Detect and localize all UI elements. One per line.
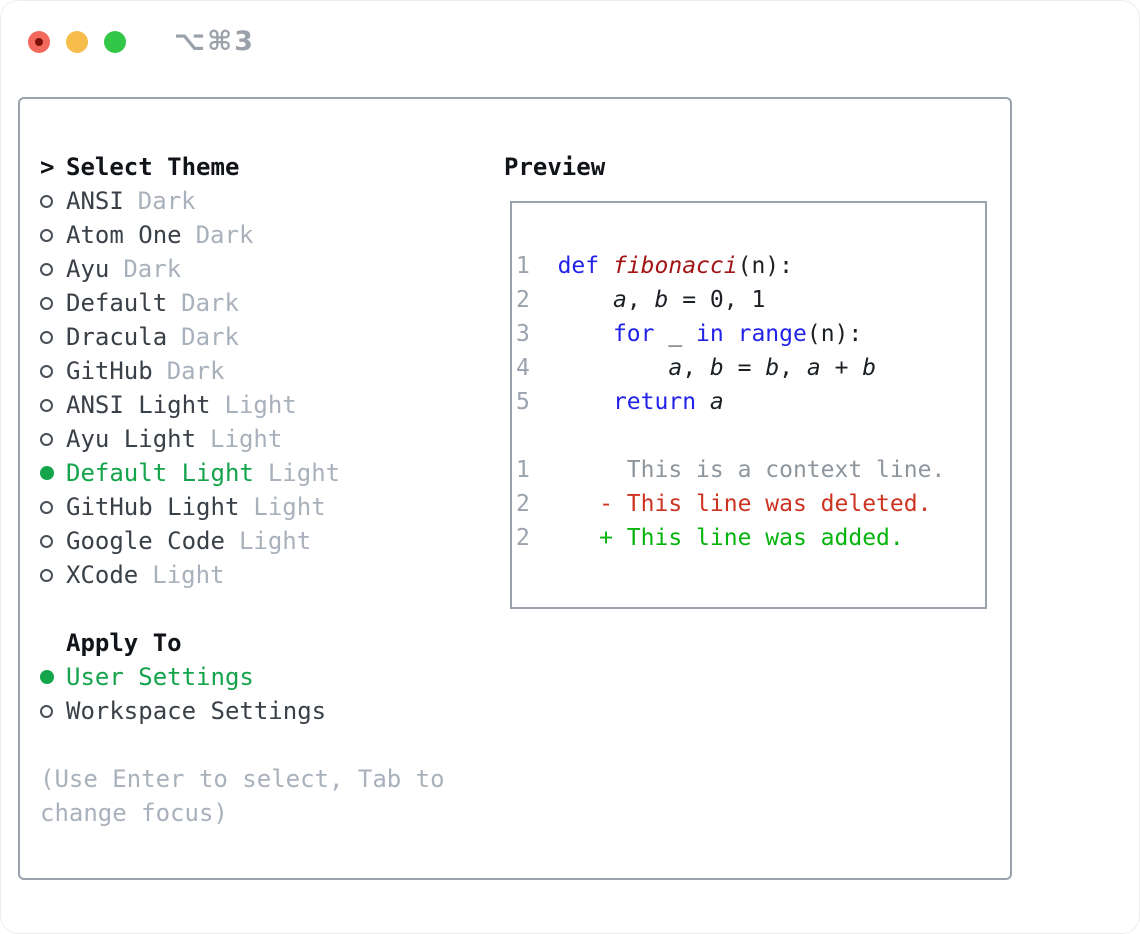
theme-variant-tag: Light <box>210 425 283 453</box>
theme-variant-tag: Dark <box>181 289 239 317</box>
radio-selected-icon <box>40 466 54 480</box>
theme-option-label: Ayu <box>66 255 110 283</box>
theme-option-label: Default <box>66 289 168 317</box>
radio-icon <box>40 262 53 276</box>
radio-icon <box>40 228 53 242</box>
theme-variant-tag: Light <box>224 391 297 419</box>
code-line: 2 a, b = 0, 1 <box>516 287 766 313</box>
code-preview-content: 1 def fibonacci(n): 2 a, b = 0, 1 3 for _ … <box>516 249 985 555</box>
theme-variant-tag: Dark <box>195 221 254 249</box>
theme-option-default-light[interactable]: Default Light Light <box>40 456 504 490</box>
radio-icon <box>40 704 53 718</box>
spacer <box>40 728 504 762</box>
spacer <box>40 592 504 626</box>
titlebar: ⌥⌘3 <box>28 26 255 57</box>
hint-line-2: change focus) <box>40 799 228 827</box>
theme-option-label: XCode <box>66 561 139 589</box>
preview-column: Preview 1 def fibonacci(n): 2 a, b = 0, 1… <box>504 150 1010 878</box>
radio-icon <box>40 534 53 548</box>
theme-option-ansi[interactable]: ANSI Dark <box>40 184 504 218</box>
theme-option-ansi-light[interactable]: ANSI Light Light <box>40 388 504 422</box>
code-line <box>516 419 985 453</box>
code-line: 1 def fibonacci(n): <box>516 253 793 279</box>
apply-option-workspace-settings[interactable]: Workspace Settings <box>40 694 504 728</box>
theme-option-github[interactable]: GitHub Dark <box>40 354 504 388</box>
theme-variant-tag: Light <box>152 561 225 589</box>
minimize-button[interactable] <box>66 30 88 53</box>
theme-option-default[interactable]: Default Dark <box>40 286 504 320</box>
code-line: 2 + This line was added. <box>516 525 904 551</box>
theme-variant-tag: Dark <box>181 323 239 351</box>
radio-icon <box>40 330 53 344</box>
theme-variant-tag: Dark <box>166 357 225 385</box>
close-button[interactable] <box>28 30 50 53</box>
code-line: 1 This is a context line. <box>516 457 946 483</box>
code-line: 5 return a <box>516 389 724 415</box>
theme-option-github-light[interactable]: GitHub Light Light <box>40 490 504 524</box>
radio-icon <box>40 194 53 208</box>
theme-option-atom-one[interactable]: Atom One Dark <box>40 218 504 252</box>
code-line: 3 for _ in range(n): <box>516 321 863 347</box>
radio-icon <box>40 296 53 310</box>
theme-variant-tag: Light <box>267 459 341 487</box>
theme-option-label: GitHub Light <box>66 493 240 521</box>
code-line: 4 a, b = b, a + b <box>516 355 877 381</box>
theme-option-label: Dracula <box>66 323 168 351</box>
theme-option-google-code[interactable]: Google Code Light <box>40 524 504 558</box>
code-preview-pane: 1 def fibonacci(n): 2 a, b = 0, 1 3 for _ … <box>510 201 987 609</box>
radio-icon <box>40 432 53 446</box>
hint-line-1: (Use Enter to select, Tab to <box>40 765 445 793</box>
zoom-button[interactable] <box>104 30 126 53</box>
theme-option-ayu-light[interactable]: Ayu Light Light <box>40 422 504 456</box>
apply-to-header: Apply To <box>66 629 182 657</box>
preview-title: Preview <box>504 153 606 181</box>
theme-option-label: Ayu Light <box>66 425 197 453</box>
radio-icon <box>40 398 53 412</box>
theme-option-label: GitHub <box>66 357 153 385</box>
theme-option-dracula[interactable]: Dracula Dark <box>40 320 504 354</box>
select-theme-header: Select Theme <box>66 153 240 181</box>
radio-icon <box>40 364 53 378</box>
theme-variant-tag: Dark <box>123 255 182 283</box>
select-theme-header-row: > Select Theme <box>40 150 504 184</box>
apply-to-header-row: Apply To <box>40 626 504 660</box>
theme-variant-tag: Light <box>253 493 326 521</box>
theme-variant-tag: Light <box>238 527 312 555</box>
radio-icon <box>40 500 53 514</box>
theme-option-label: Google Code <box>66 527 225 555</box>
cursor-icon: > <box>40 153 55 181</box>
theme-option-label: ANSI <box>66 187 124 215</box>
theme-option-label: Atom One <box>66 221 182 249</box>
apply-option-label: Workspace Settings <box>66 697 327 725</box>
radio-icon <box>40 568 53 582</box>
theme-option-label: Default Light <box>66 459 254 487</box>
theme-option-label: ANSI Light <box>66 391 211 419</box>
theme-option-xcode[interactable]: XCode Light <box>40 558 504 592</box>
theme-variant-tag: Dark <box>137 187 196 215</box>
code-line: 2 - This line was deleted. <box>516 491 932 517</box>
apply-option-label: User Settings <box>66 663 254 691</box>
apply-option-user-settings[interactable]: User Settings <box>40 660 504 694</box>
radio-selected-icon <box>40 670 54 684</box>
theme-option-ayu[interactable]: Ayu Dark <box>40 252 504 286</box>
window-shortcut-label: ⌥⌘3 <box>174 26 255 57</box>
